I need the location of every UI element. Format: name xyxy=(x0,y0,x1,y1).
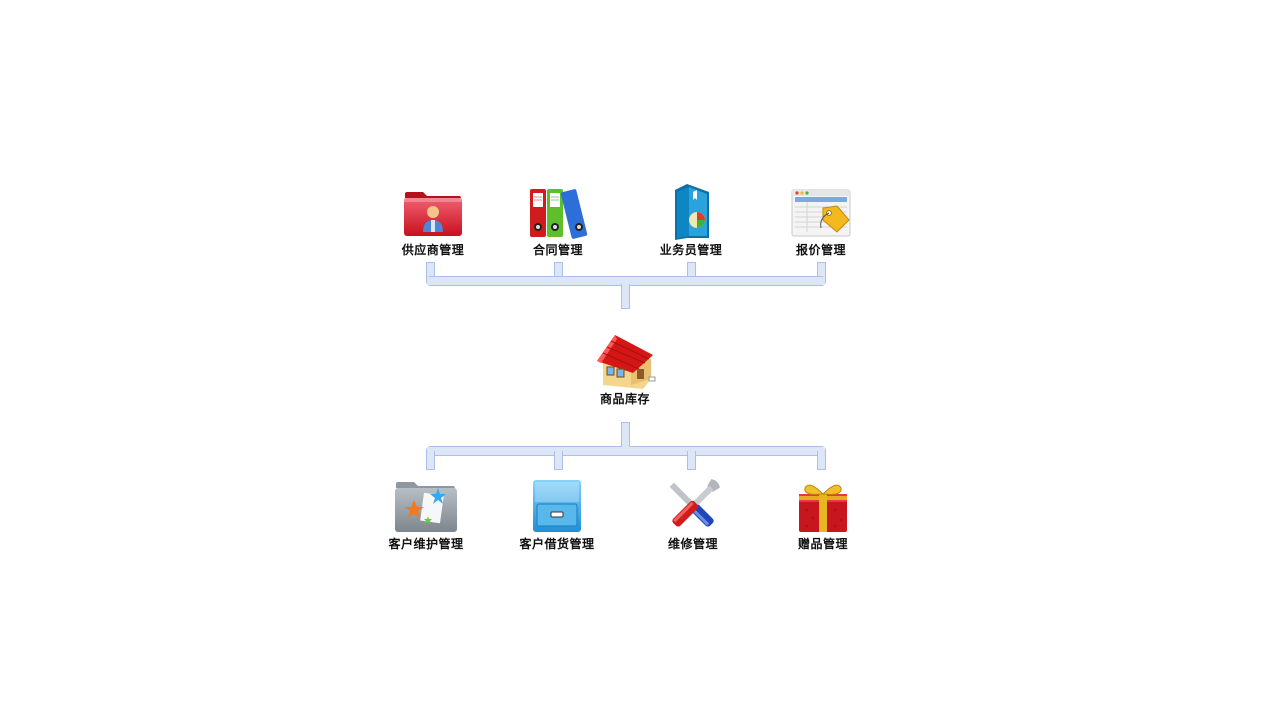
binders-icon xyxy=(530,189,588,239)
book-chart-icon xyxy=(675,184,709,240)
quote-management-node[interactable]: 报价管理 xyxy=(789,184,853,258)
gift-management-node[interactable]: 赠品管理 xyxy=(791,478,855,552)
inventory-node[interactable]: 商品库存 xyxy=(593,333,657,407)
node-label: 客户维护管理 xyxy=(388,537,464,551)
node-label: 商品库存 xyxy=(599,392,650,406)
repair-management-node[interactable]: 维修管理 xyxy=(661,478,725,552)
folder-stars-icon xyxy=(395,482,457,532)
spreadsheet-tag-icon xyxy=(791,189,851,237)
node-label: 维修管理 xyxy=(667,537,718,551)
node-label: 赠品管理 xyxy=(797,537,848,551)
tools-icon xyxy=(669,479,720,527)
node-label: 供应商管理 xyxy=(401,243,465,257)
node-label: 报价管理 xyxy=(795,243,846,257)
customer-care-management-node[interactable]: 客户维护管理 xyxy=(385,478,467,552)
customer-loan-management-node[interactable]: 客户借货管理 xyxy=(516,478,598,552)
gift-box-icon xyxy=(799,484,847,532)
salesman-management-node[interactable]: 业务员管理 xyxy=(658,184,724,258)
node-label: 合同管理 xyxy=(532,243,583,257)
contract-management-node[interactable]: 合同管理 xyxy=(526,184,590,258)
node-label: 业务员管理 xyxy=(659,243,723,257)
house-icon xyxy=(597,335,656,389)
supplier-management-node[interactable]: 供应商管理 xyxy=(401,184,465,258)
connector-stub xyxy=(621,422,630,450)
folder-person-icon xyxy=(404,192,462,236)
connector-stub xyxy=(621,284,630,309)
node-label: 客户借货管理 xyxy=(519,537,595,551)
file-cabinet-icon xyxy=(533,480,581,532)
